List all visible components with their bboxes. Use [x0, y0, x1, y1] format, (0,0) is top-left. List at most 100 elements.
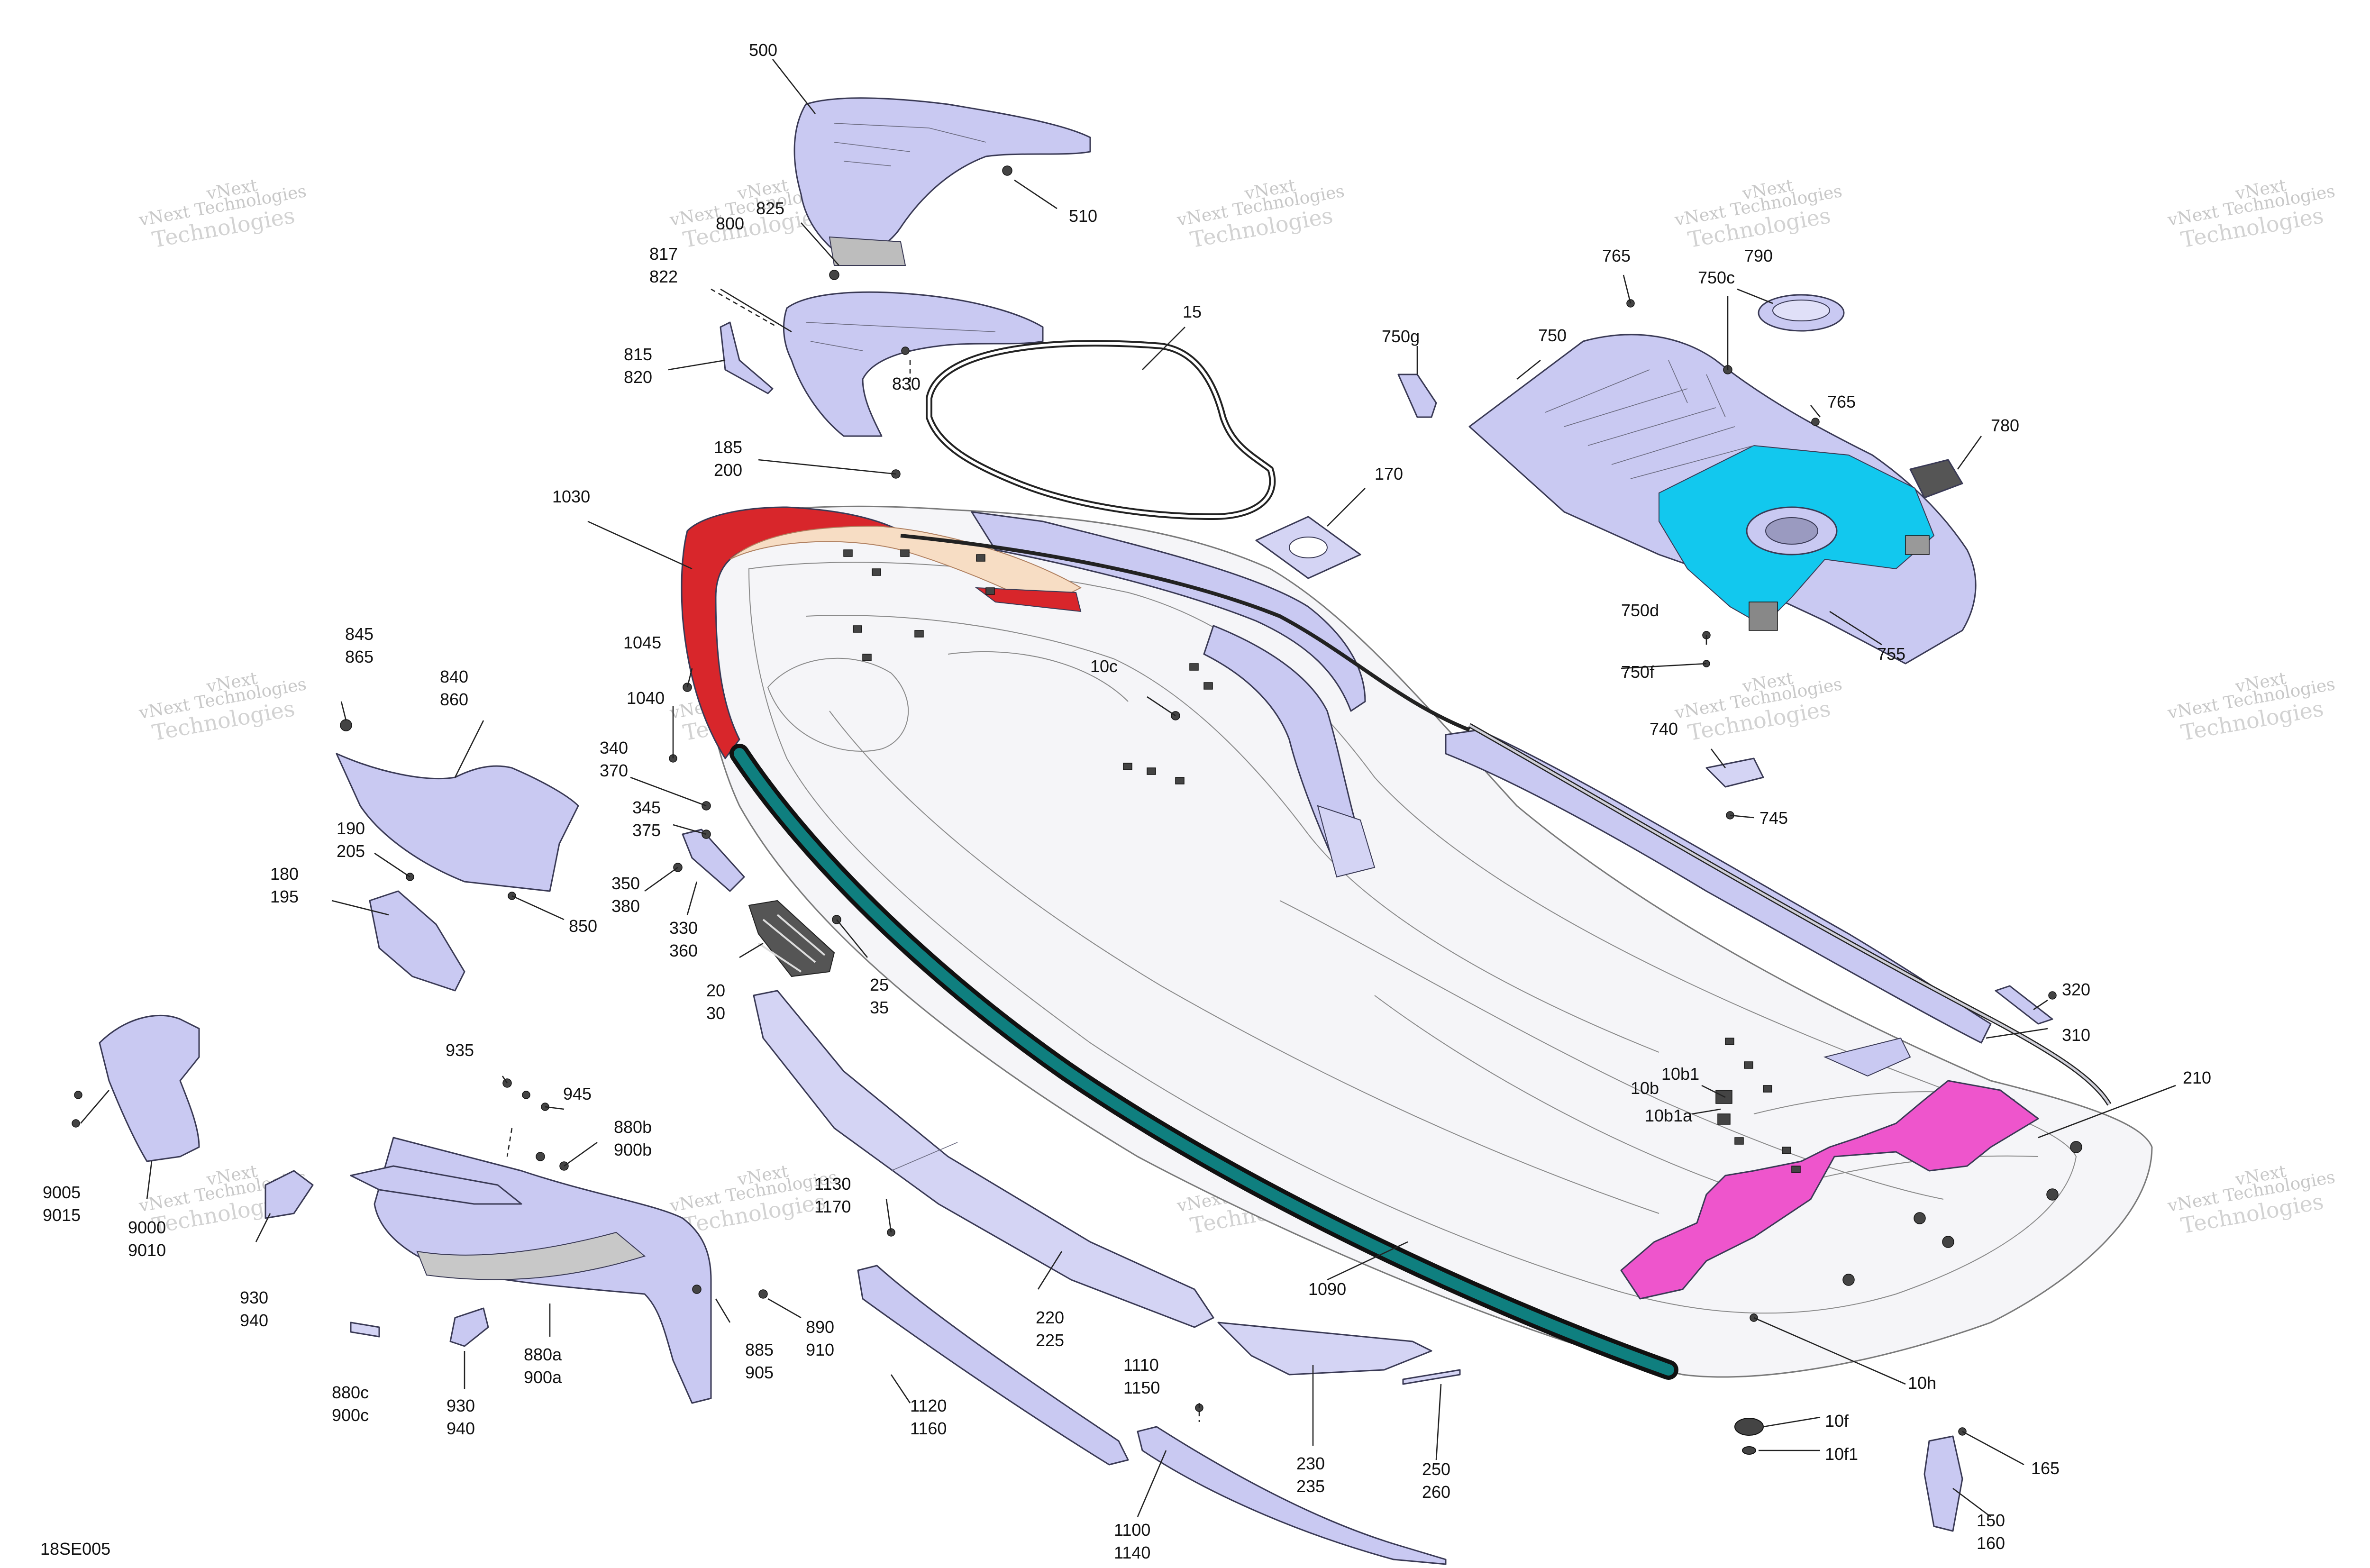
callout-9015: 9015 — [43, 1205, 81, 1225]
callout-900b: 900b — [614, 1140, 652, 1159]
storage-bin-detail — [805, 322, 996, 351]
callout-150: 150 — [1977, 1511, 2005, 1530]
part-750g-latch — [1397, 374, 1437, 418]
part-1120-step — [857, 1265, 1129, 1466]
callout-750: 750 — [1538, 326, 1567, 345]
front-bumper-accent — [975, 587, 1082, 612]
part-150-bracket — [1923, 1435, 1963, 1532]
callout-10b1: 10b1 — [1661, 1064, 1699, 1084]
rear-deck-ribs — [1545, 360, 1754, 479]
part-170-plate — [1255, 516, 1361, 579]
storage-bin — [783, 291, 1044, 437]
watermark: vNext vNext Technologies Technologies — [2166, 669, 2336, 746]
part-labels: 500 510 825 800 817 822 815 820 830 15 1… — [43, 40, 2211, 1562]
stern-tab — [1823, 1037, 1911, 1077]
rub-rail-highlight — [734, 748, 1674, 1376]
deck-top-rail — [900, 534, 1470, 732]
watermark: vNext vNext Technologies Technologies — [1175, 176, 1346, 253]
part-800-storage-bin — [783, 291, 1044, 437]
callout-205: 205 — [337, 841, 365, 861]
deck-body — [696, 505, 2153, 1378]
callout-745: 745 — [1759, 808, 1788, 828]
part-930-clip-lower — [449, 1307, 489, 1347]
callout-1120: 1120 — [910, 1396, 947, 1415]
callout-1150: 1150 — [1123, 1378, 1160, 1397]
callout-750g: 750g — [1382, 327, 1420, 346]
callout-160: 160 — [1977, 1533, 2005, 1553]
callout-10c: 10c — [1090, 656, 1118, 676]
callout-225: 225 — [1036, 1331, 1064, 1350]
callout-9000: 9000 — [128, 1218, 166, 1237]
callout-1160: 1160 — [910, 1419, 947, 1438]
diagram-code: 18SE005 — [40, 1539, 110, 1559]
callout-380: 380 — [611, 896, 640, 916]
callout-790: 790 — [1744, 246, 1773, 265]
callout-9010: 9010 — [128, 1240, 166, 1260]
callout-815: 815 — [624, 345, 652, 364]
callout-9005: 9005 — [43, 1183, 81, 1202]
callout-910: 910 — [806, 1340, 834, 1359]
callout-1045: 1045 — [623, 633, 661, 652]
callout-800: 800 — [716, 214, 744, 233]
callout-880c: 880c — [332, 1383, 369, 1402]
watermark: vNext vNext Technologies Technologies — [137, 669, 308, 746]
callout-1110: 1110 — [1123, 1355, 1159, 1375]
watermark: vNext vNext Technologies Technologies — [1673, 669, 1843, 746]
callout-35: 35 — [870, 998, 889, 1017]
deck-seat-contour — [767, 651, 1129, 752]
callout-1140: 1140 — [1114, 1543, 1150, 1562]
deck-clips — [843, 549, 2082, 1286]
deck-rear-contour — [1279, 900, 1944, 1200]
watermark: vNext vNext Technologies Technologies — [1673, 176, 1843, 253]
callout-750d: 750d — [1621, 601, 1659, 620]
callout-260: 260 — [1422, 1482, 1450, 1502]
part-320-plate — [1995, 985, 2053, 1025]
callout-15: 15 — [1183, 302, 1202, 321]
part-790-fuel-cap — [1758, 294, 1845, 332]
part-930-clip — [264, 1170, 314, 1219]
bracket-815 — [720, 321, 774, 394]
hatch-seal-inner — [928, 342, 1274, 519]
callout-765-right: 765 — [1827, 392, 1856, 411]
part-880b-upper-panel — [350, 1165, 522, 1205]
callout-345: 345 — [632, 798, 661, 817]
callout-170: 170 — [1375, 464, 1403, 483]
callout-900a: 900a — [524, 1367, 562, 1387]
callout-765-top: 765 — [1602, 246, 1631, 265]
callout-1030: 1030 — [552, 487, 590, 506]
callout-740: 740 — [1650, 719, 1678, 738]
callout-780: 780 — [1991, 416, 2019, 435]
callout-1100: 1100 — [1114, 1520, 1150, 1540]
callout-1130: 1130 — [814, 1174, 851, 1194]
callout-845: 845 — [345, 624, 374, 644]
part-880c-strip — [350, 1322, 380, 1338]
callout-360: 360 — [669, 941, 698, 960]
callout-510: 510 — [1069, 206, 1097, 226]
part-10f-drain — [1734, 1418, 1764, 1455]
callout-210: 210 — [2183, 1068, 2211, 1087]
watermark: vNext vNext Technologies Technologies — [137, 176, 308, 253]
callout-1090: 1090 — [1308, 1279, 1346, 1299]
callout-880a: 880a — [524, 1345, 562, 1364]
callout-930-lower: 930 — [447, 1396, 475, 1415]
callout-10b: 10b — [1631, 1078, 1659, 1098]
callout-185: 185 — [714, 438, 742, 457]
part-330-bracket — [682, 829, 745, 892]
callout-817: 817 — [649, 244, 678, 264]
callout-820: 820 — [624, 367, 652, 387]
callout-30: 30 — [706, 1003, 725, 1023]
watermark: vNext vNext Technologies Technologies — [2166, 176, 2336, 253]
part-220-seam — [891, 1142, 958, 1171]
callout-940-lower: 940 — [447, 1419, 475, 1438]
top-cover-detail — [834, 123, 986, 166]
callout-235: 235 — [1296, 1477, 1325, 1496]
callout-750c: 750c — [1698, 268, 1735, 287]
part-220-foot-pad — [753, 990, 1214, 1328]
right-gunwale-rail-light — [1468, 724, 2111, 1105]
callout-330: 330 — [669, 918, 698, 938]
hull-deck — [681, 505, 2153, 1380]
part-180-cover — [369, 890, 465, 992]
callout-350: 350 — [611, 874, 640, 893]
callout-310: 310 — [2062, 1025, 2090, 1045]
part-230-pad — [1217, 1322, 1432, 1376]
